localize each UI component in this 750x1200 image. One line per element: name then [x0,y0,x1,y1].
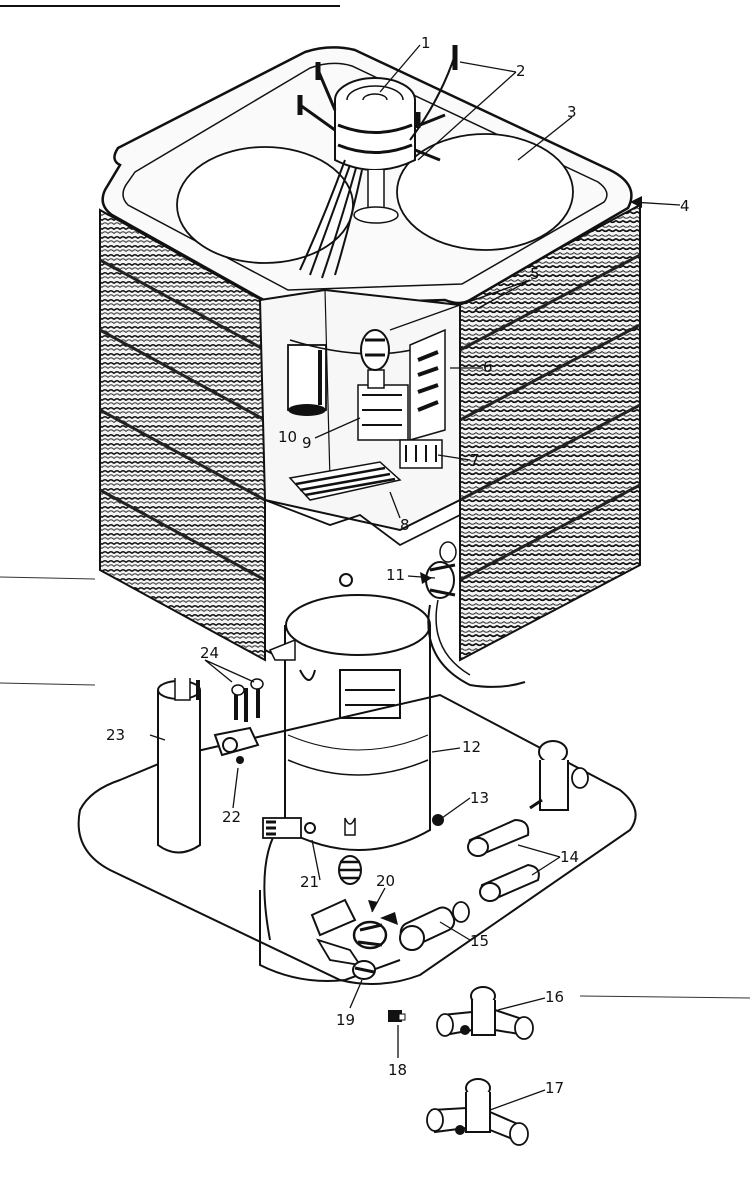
expansion-valve-pair [467,818,540,902]
callout-8: 8 [400,516,410,534]
terminal-block [399,439,443,469]
valve-cap [388,1010,406,1022]
base-service-valve [529,740,589,811]
callout-20: 20 [376,872,395,890]
fan-motor [334,77,416,224]
liquid-line-valve [310,898,388,980]
callout-4: 4 [680,197,690,215]
scan-line-left-2 [0,682,96,686]
callout-7: 7 [470,451,480,469]
callout-5: 5 [530,265,540,283]
callout-14: 14 [560,848,579,866]
callout-24: 24 [200,644,219,662]
callout-23: 23 [106,726,125,744]
accumulator [157,678,201,854]
callout-19: 19 [336,1011,355,1029]
callout-21: 21 [300,873,319,891]
callout-1: 1 [421,34,431,52]
fan-opening-left [176,146,354,264]
leader-arrowheads [368,196,642,912]
contactor [357,369,409,441]
callout-10: 10 [278,428,297,446]
mounting-grommet [432,814,444,826]
callout-17: 17 [545,1079,564,1097]
callout-22: 22 [222,808,241,826]
compressor-grommet [338,817,362,885]
scan-line-right [579,995,750,999]
grommet-clip [262,817,316,839]
scan-line-left-1 [0,576,96,580]
liquid-tube [263,824,281,941]
start-relay [360,329,390,371]
compressor [284,594,431,851]
callout-9: 9 [302,434,312,452]
terminal-strip [288,461,402,501]
callout-6: 6 [483,358,493,376]
run-capacitor [287,344,327,416]
discharge-tube [435,599,471,676]
callout-18: 18 [388,1061,407,1079]
service-valve-vapor [436,986,534,1040]
suction-tube [427,604,526,688]
base-pan [77,693,637,985]
callout-3: 3 [567,103,577,121]
control-board [409,328,446,441]
motor-mount-bracket [297,45,458,162]
callout-11: 11 [386,566,405,584]
tube-fitting [268,638,296,661]
reversing-valve [425,541,457,599]
callout-13: 13 [470,789,489,807]
callout-16: 16 [545,988,564,1006]
terminal-cover-bolt [339,573,353,587]
callout-12: 12 [462,738,481,756]
filter-drier [380,901,470,951]
motor-wires [299,159,363,279]
condenser-coil-left [99,208,266,662]
fan-opening-right [396,133,574,251]
callout-15: 15 [470,932,489,950]
callout-2: 2 [516,62,526,80]
service-valve-assembly [213,678,264,764]
top-cover [101,46,633,307]
service-valve-liquid [426,1078,529,1146]
